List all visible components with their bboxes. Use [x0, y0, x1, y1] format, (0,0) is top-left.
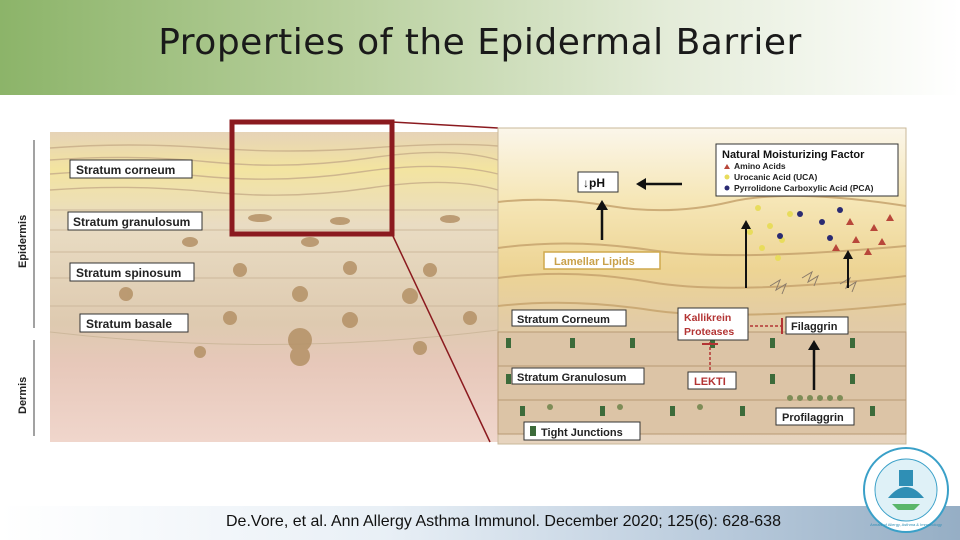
logo-text: Annals of Allergy, Asthma & Immunology	[870, 522, 942, 527]
nmf-item-amino-acids: Amino Acids	[734, 161, 786, 171]
dermis-bracket: Dermis	[17, 340, 35, 436]
ph-label: ↓pH	[583, 176, 605, 190]
filaggrin-label: Filaggrin	[791, 321, 838, 333]
pca-marker	[724, 185, 730, 191]
stratum-basale-label-box	[79, 313, 189, 333]
tight-junction-marker	[530, 426, 536, 436]
ph-box	[577, 171, 619, 193]
title-banner	[0, 0, 960, 95]
dermis-label: Dermis	[17, 377, 29, 414]
epidermal-barrier-figure: Epidermis Dermis Stratum corneum Strat	[17, 119, 907, 445]
stratum-corneum-label: Stratum corneum	[76, 163, 175, 177]
nmf-legend-box	[715, 143, 899, 197]
epidermis-bracket: Epidermis	[17, 140, 35, 328]
stratum-granulosum-label: Stratum granulosum	[73, 215, 190, 229]
nmf-title: Natural Moisturizing Factor	[722, 149, 865, 161]
filaggrin-box	[785, 316, 849, 335]
stratum-corneum-detail-label: Stratum Corneum	[517, 314, 610, 326]
footer-bar	[0, 506, 960, 540]
stratum-granulosum-detail-label: Stratum Granulosum	[517, 372, 627, 384]
nmf-item-uca: Urocanic Acid (UCA)	[734, 172, 817, 182]
stratum-granulosum-detail-box	[511, 367, 645, 385]
logo-book-icon	[899, 470, 913, 486]
lamellar-lipids-label: Lamellar Lipids	[554, 256, 635, 268]
zoom-connector-top	[391, 121, 499, 129]
stratum-spinosum-label-box	[69, 262, 195, 282]
barrier-detail-panel: Natural Moisturizing Factor Amino Acids …	[497, 127, 907, 445]
profilaggrin-box	[775, 407, 855, 426]
kallikrein-label-line2: Proteases	[684, 326, 734, 338]
stratum-spinosum-label: Stratum spinosum	[76, 266, 181, 280]
filaggrin-up-arrowhead	[808, 340, 820, 350]
skin-cross-section: Stratum corneum Stratum granulosum Strat…	[49, 132, 499, 442]
citation-text: De.Vore, et al. Ann Allergy Asthma Immun…	[226, 513, 781, 530]
kallikrein-label-line1: Kallikrein	[684, 312, 731, 324]
lekti-label: LEKTI	[694, 376, 726, 388]
tight-junctions-label: Tight Junctions	[541, 427, 623, 439]
uca-marker	[724, 174, 730, 180]
zoom-connector-bottom	[391, 233, 491, 443]
stratum-granulosum-label-box	[67, 211, 203, 231]
epidermis-label: Epidermis	[17, 215, 29, 268]
slide-title: Properties of the Epidermal Barrier	[158, 22, 802, 63]
stratum-corneum-detail-box	[511, 309, 627, 327]
zoom-highlight-box	[229, 119, 395, 237]
amino-acid-marker	[724, 164, 730, 169]
lamellar-lipids-box	[543, 251, 661, 270]
profilaggrin-label: Profilaggrin	[782, 412, 844, 424]
tight-junctions-box	[523, 421, 641, 441]
logo-emblem-icon	[888, 487, 924, 498]
uca-up-arrowhead	[741, 220, 751, 229]
lipids-up-arrowhead	[596, 200, 608, 210]
nmf-up-arrowhead	[843, 250, 853, 259]
ph-arrowhead	[636, 178, 646, 190]
nmf-item-pca: Pyrrolidone Carboxylic Acid (PCA)	[734, 183, 874, 193]
stratum-basale-label: Stratum basale	[86, 317, 172, 331]
lekti-box	[687, 371, 737, 390]
kallikrein-box	[677, 307, 749, 341]
stratum-corneum-label-box	[69, 159, 193, 179]
journal-logo: Annals of Allergy, Asthma & Immunology	[863, 447, 949, 533]
